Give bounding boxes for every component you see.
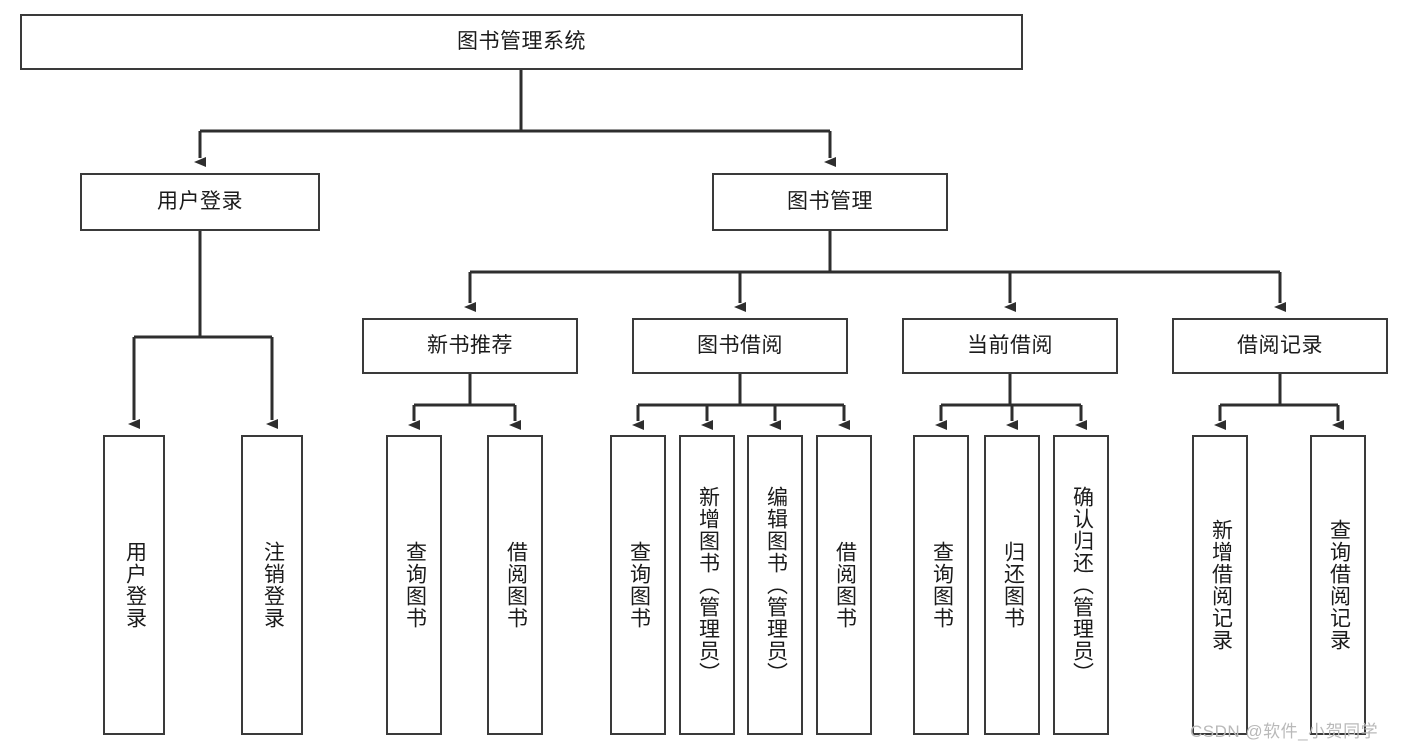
leaf-recommend-borrow-book-label: 借阅图书	[504, 541, 528, 629]
node-root-label: 图书管理系统	[457, 30, 586, 54]
leaf-recommend-query-book-label: 查询图书	[403, 541, 427, 629]
leaf-record-query-label: 查询借阅记录	[1327, 519, 1351, 651]
leaf-borrow-query-book[interactable]: 查询图书	[610, 435, 666, 735]
node-new-book-recommend[interactable]: 新书推荐	[362, 318, 578, 374]
leaf-record-query[interactable]: 查询借阅记录	[1310, 435, 1366, 735]
leaf-logout[interactable]: 注销登录	[241, 435, 303, 735]
node-user-login-label: 用户登录	[157, 190, 243, 214]
leaf-borrow-borrow-book[interactable]: 借阅图书	[816, 435, 872, 735]
node-current-borrow[interactable]: 当前借阅	[902, 318, 1118, 374]
node-book-borrow-label: 图书借阅	[697, 334, 783, 358]
node-book-manage[interactable]: 图书管理	[712, 173, 948, 231]
leaf-borrow-edit-book[interactable]: 编辑图书（管理员）	[747, 435, 803, 735]
node-root[interactable]: 图书管理系统	[20, 14, 1023, 70]
leaf-recommend-borrow-book[interactable]: 借阅图书	[487, 435, 543, 735]
leaf-current-confirm-return-label: 确认归还（管理员）	[1070, 486, 1094, 684]
leaf-borrow-borrow-book-label: 借阅图书	[833, 541, 857, 629]
node-user-login[interactable]: 用户登录	[80, 173, 320, 231]
node-book-borrow[interactable]: 图书借阅	[632, 318, 848, 374]
leaf-current-query-book[interactable]: 查询图书	[913, 435, 969, 735]
leaf-borrow-edit-book-label: 编辑图书（管理员）	[764, 486, 788, 684]
node-borrow-record-label: 借阅记录	[1237, 334, 1323, 358]
leaf-user-login-label: 用户登录	[123, 541, 147, 629]
leaf-current-confirm-return[interactable]: 确认归还（管理员）	[1053, 435, 1109, 735]
leaf-record-add-label: 新增借阅记录	[1209, 519, 1233, 651]
leaf-borrow-add-book-label: 新增图书（管理员）	[696, 486, 720, 684]
leaf-user-login[interactable]: 用户登录	[103, 435, 165, 735]
leaf-current-return-book-label: 归还图书	[1001, 541, 1025, 629]
node-borrow-record[interactable]: 借阅记录	[1172, 318, 1388, 374]
leaf-recommend-query-book[interactable]: 查询图书	[386, 435, 442, 735]
watermark: CSDN @软件_小贺同学	[1190, 722, 1379, 741]
node-new-book-recommend-label: 新书推荐	[427, 334, 513, 358]
leaf-logout-label: 注销登录	[261, 541, 285, 629]
leaf-borrow-add-book[interactable]: 新增图书（管理员）	[679, 435, 735, 735]
leaf-borrow-query-book-label: 查询图书	[627, 541, 651, 629]
node-book-manage-label: 图书管理	[787, 190, 873, 214]
leaf-current-query-book-label: 查询图书	[930, 541, 954, 629]
node-current-borrow-label: 当前借阅	[967, 334, 1053, 358]
leaf-current-return-book[interactable]: 归还图书	[984, 435, 1040, 735]
leaf-record-add[interactable]: 新增借阅记录	[1192, 435, 1248, 735]
